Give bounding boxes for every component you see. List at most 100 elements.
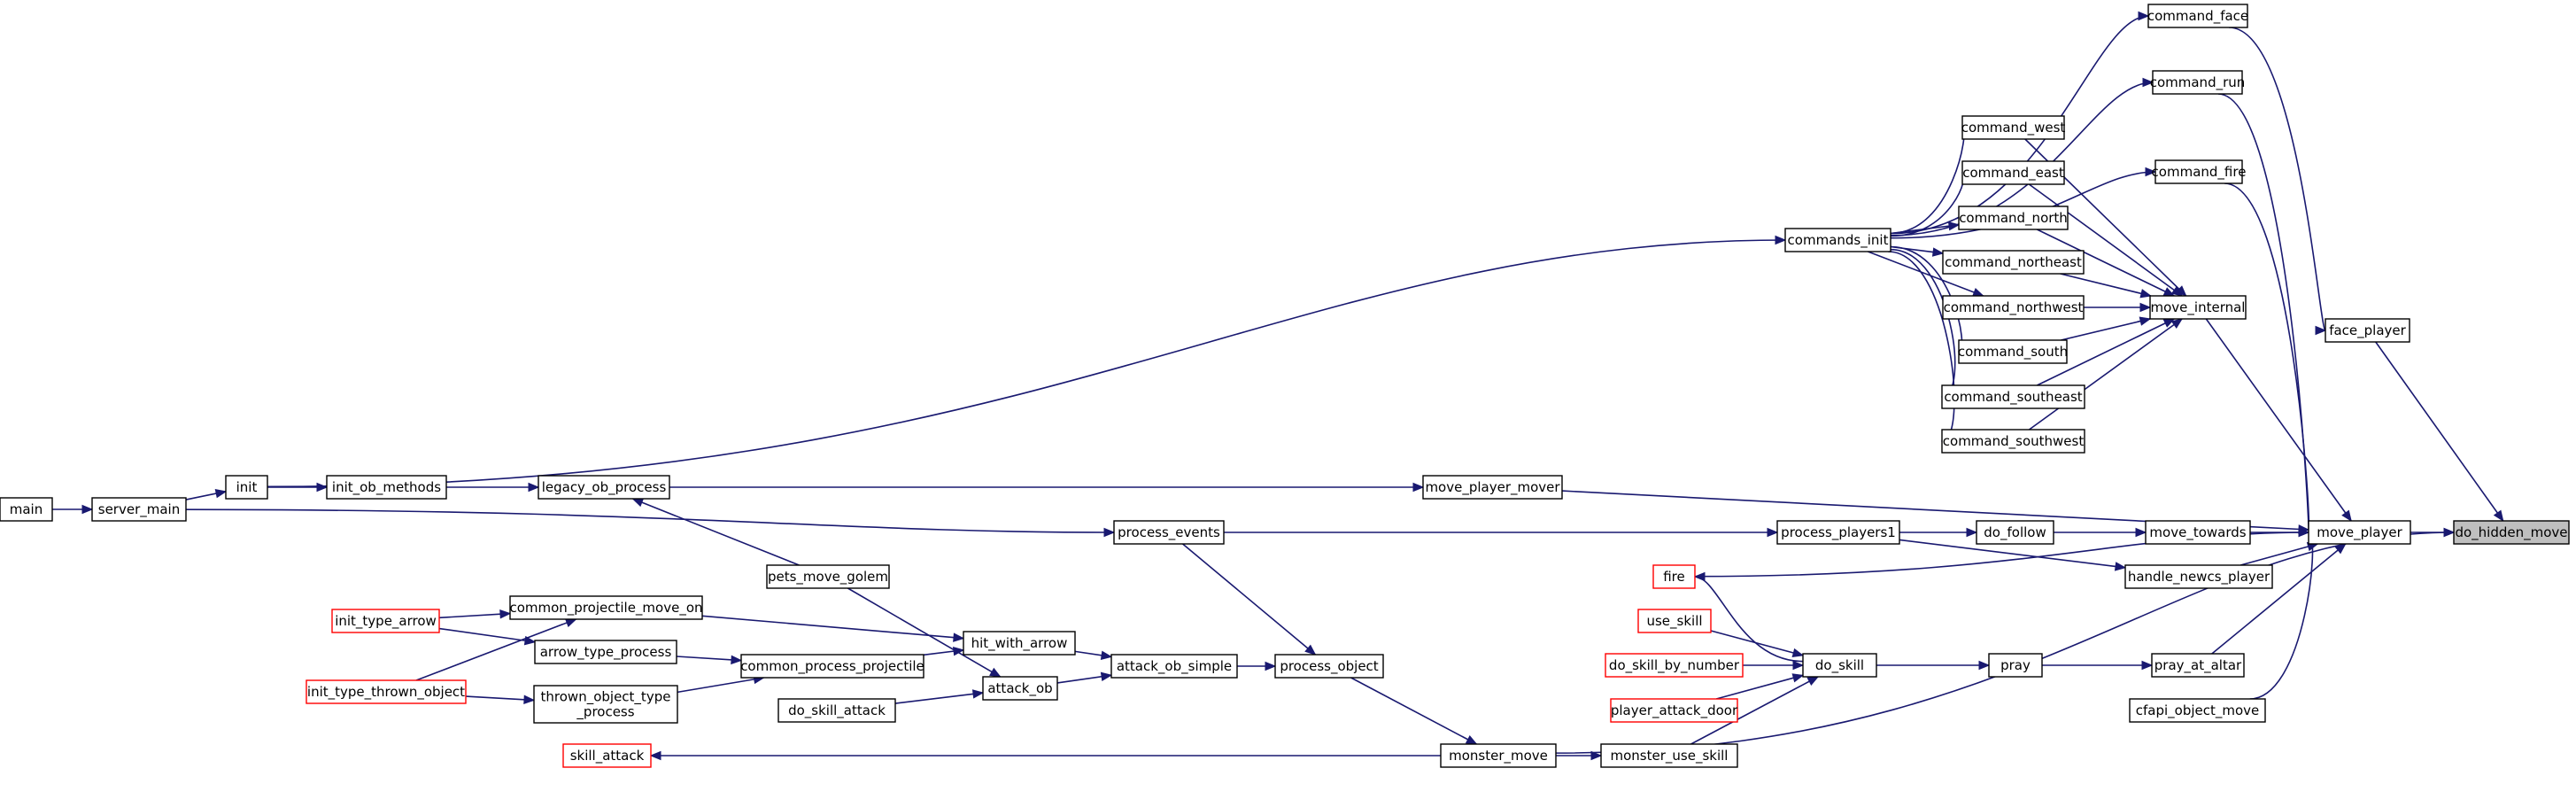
node-fire[interactable]: fire xyxy=(1652,564,1696,589)
node-common-projectile-move-on[interactable]: common_projectile_move_on xyxy=(509,595,703,620)
edge-command_north-to-move_internal xyxy=(2036,229,2176,297)
edge-do_follow-to-move_towards xyxy=(2054,527,2147,538)
node-face-player[interactable]: face_player xyxy=(2325,318,2410,343)
node-do-skill-by-number[interactable]: do_skill_by_number xyxy=(1605,653,1744,678)
node-label: arrow_type_process xyxy=(540,644,672,661)
node-cfapi-object-move[interactable]: cfapi_object_move xyxy=(2129,698,2266,723)
node-thrown-object-type-process[interactable]: thrown_object_type_process xyxy=(533,685,678,724)
node-label: process_events xyxy=(1118,524,1220,541)
node-move-towards[interactable]: move_towards xyxy=(2145,520,2251,545)
edge-attack_ob_simple-to-process_object xyxy=(1237,661,1277,671)
edge-init-to-commands_init xyxy=(267,235,1787,488)
edge-arrowhead xyxy=(1792,660,1805,671)
node-label: command_west xyxy=(1961,120,2066,136)
edge-do_skill-to-pray xyxy=(1876,660,1991,671)
node-monster-move[interactable]: monster_move xyxy=(1440,743,1557,768)
node-command-fire[interactable]: command_fire xyxy=(2152,159,2247,184)
edge-line xyxy=(894,692,984,704)
node-arrow-type-process[interactable]: arrow_type_process xyxy=(534,640,677,664)
node-move-player-mover[interactable]: move_player_mover xyxy=(1422,475,1563,500)
edge-arrowhead xyxy=(2170,318,2184,329)
node-legacy-ob-process[interactable]: legacy_ob_process xyxy=(538,475,670,500)
edge-do_skill_by_number-to-do_skill xyxy=(1743,660,1805,671)
node-pets-move-golem[interactable]: pets_move_golem xyxy=(766,564,890,589)
node-box xyxy=(331,609,440,633)
node-box xyxy=(306,679,467,704)
node-hit-with-arrow[interactable]: hit_with_arrow xyxy=(963,631,1076,656)
node-do-follow[interactable]: do_follow xyxy=(1976,520,2054,545)
node-init[interactable]: init xyxy=(225,475,268,500)
node-command-west[interactable]: command_west xyxy=(1961,115,2066,140)
node-process-object[interactable]: process_object xyxy=(1274,654,1384,679)
node-handle-newcs-player[interactable]: handle_newcs_player xyxy=(2124,564,2273,589)
edge-arrowhead xyxy=(649,750,661,761)
node-do-skill-attack[interactable]: do_skill_attack xyxy=(777,698,896,723)
node-command-east[interactable]: command_east xyxy=(1961,160,2065,185)
edge-commands_init-to-command_fire xyxy=(1890,167,2157,239)
edge-arrowhead xyxy=(1791,673,1805,683)
node-move-player[interactable]: move_player xyxy=(2308,520,2411,545)
edge-arrowhead xyxy=(2114,562,2127,571)
node-box xyxy=(2147,4,2248,28)
node-command-northeast[interactable]: command_northeast xyxy=(1942,250,2085,275)
node-command-northwest[interactable]: command_northwest xyxy=(1942,295,2085,320)
edge-line xyxy=(2211,543,2347,655)
edge-init_type_thrown_object-to-thrown_object_type_process xyxy=(465,694,536,705)
node-box xyxy=(1600,743,1738,768)
node-skill-attack[interactable]: skill_attack xyxy=(562,743,652,768)
node-move-internal[interactable]: move_internal xyxy=(2149,295,2247,320)
node-attack-ob[interactable]: attack_ob xyxy=(982,676,1058,701)
node-command-face[interactable]: command_face xyxy=(2147,4,2248,28)
node-init-ob-methods[interactable]: init_ob_methods xyxy=(326,475,447,500)
node-do-skill[interactable]: do_skill xyxy=(1802,653,1877,678)
node-label: thrown_object_type xyxy=(541,689,671,706)
node-player-attack-door[interactable]: player_attack_door xyxy=(1610,698,1738,723)
node-label: cfapi_object_move xyxy=(2136,702,2260,719)
edge-line xyxy=(1890,223,1960,235)
edge-line xyxy=(1899,539,2126,569)
edge-arrowhead xyxy=(2443,527,2456,538)
node-use-skill[interactable]: use_skill xyxy=(1637,609,1712,633)
node-monster-use-skill[interactable]: monster_use_skill xyxy=(1600,743,1738,768)
node-process-players1[interactable]: process_players1 xyxy=(1776,520,1900,545)
node-server-main[interactable]: server_main xyxy=(91,497,187,522)
node-label: init_ob_methods xyxy=(332,479,441,496)
edge-legacy_ob_process-to-move_player_mover xyxy=(669,482,1425,493)
node-command-southeast[interactable]: command_southeast xyxy=(1941,384,2085,409)
edge-init-to-init_ob_methods xyxy=(267,482,329,493)
node-box xyxy=(2308,520,2411,545)
node-box xyxy=(1605,653,1744,678)
node-box xyxy=(740,654,924,679)
node-process-events[interactable]: process_events xyxy=(1113,520,1225,545)
node-command-north[interactable]: command_north xyxy=(1958,206,2069,230)
node-box xyxy=(2151,653,2245,678)
node-common-process-projectile[interactable]: common_process_projectile xyxy=(740,654,924,679)
node-do-hidden-move[interactable]: do_hidden_move xyxy=(2453,520,2570,545)
node-commands-init[interactable]: commands_init xyxy=(1784,228,1891,252)
edge-arrowhead xyxy=(2139,316,2152,326)
node-box xyxy=(1802,653,1877,678)
node-box xyxy=(1961,160,2065,185)
edge-line xyxy=(1890,171,2156,239)
edge-arrowhead xyxy=(523,694,536,705)
node-main[interactable]: main xyxy=(0,497,53,522)
edge-arrowhead xyxy=(1100,671,1113,682)
edge-command_southwest-to-move_internal xyxy=(2028,318,2184,431)
edge-layer xyxy=(52,11,2504,761)
edge-init_type_arrow-to-common_projectile_move_on xyxy=(438,609,512,619)
node-box xyxy=(2124,564,2273,589)
node-command-run[interactable]: command_run xyxy=(2150,70,2246,95)
node-box xyxy=(2152,70,2243,95)
node-attack-ob-simple[interactable]: attack_ob_simple xyxy=(1110,654,1238,679)
node-init-type-arrow[interactable]: init_type_arrow xyxy=(331,609,440,633)
node-command-southwest[interactable]: command_southwest xyxy=(1941,429,2085,454)
node-init-type-thrown-object[interactable]: init_type_thrown_object xyxy=(306,679,467,704)
node-pray-at-altar[interactable]: pray_at_altar xyxy=(2151,653,2245,678)
node-pray[interactable]: pray xyxy=(1988,653,2043,678)
node-box xyxy=(1988,653,2043,678)
node-command-south[interactable]: command_south xyxy=(1958,339,2068,364)
node-box xyxy=(1776,520,1900,545)
edge-process_object-to-monster_move xyxy=(1350,677,1478,745)
node-label: attack_ob_simple xyxy=(1117,658,1232,675)
edge-arrowhead xyxy=(2139,289,2153,299)
